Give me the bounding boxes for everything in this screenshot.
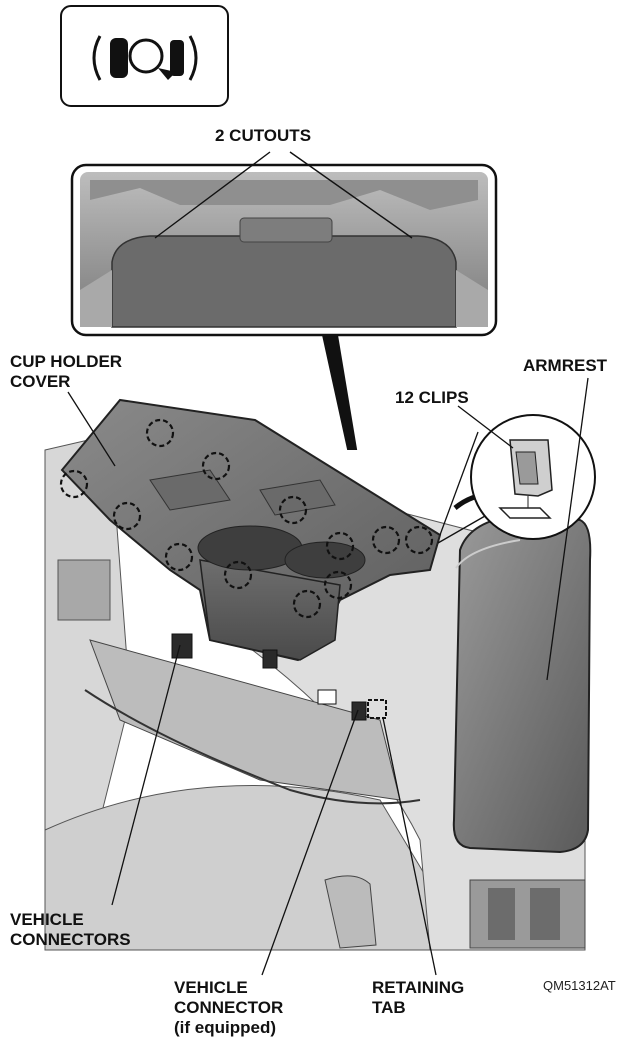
vehicle-connector-line-1: VEHICLE — [174, 978, 248, 997]
clips-label: 12 CLIPS — [395, 388, 469, 407]
clip-ring — [325, 531, 355, 561]
clip-ring — [59, 469, 89, 499]
cutouts-label: 2 CUTOUTS — [215, 126, 312, 145]
armrest-label: ARMREST — [523, 356, 608, 375]
vehicle-connectors-line-1: VEHICLE — [10, 910, 84, 929]
clip-ring — [223, 560, 253, 590]
vehicle-connector-line-2: CONNECTOR — [174, 998, 284, 1017]
vehicle-connectors-hardware — [171, 633, 387, 721]
clip-ring — [278, 495, 308, 525]
vehicle-connectors-line-2: CONNECTORS — [10, 930, 131, 949]
vehicle-connector-leader — [261, 709, 359, 976]
clip-detail-magnifier — [437, 414, 596, 544]
clips-leader — [457, 405, 514, 449]
clip-ring — [201, 451, 231, 481]
vehicle-connector-label: VEHICLE CONNECTOR (if equipped) — [174, 978, 283, 1038]
retaining-tab-label: RETAINING TAB — [372, 978, 464, 1018]
cup-holder-cover-line-1: CUP HOLDER — [10, 352, 123, 371]
cutouts-leader-left — [154, 151, 271, 239]
vehicle-connectors-label: VEHICLE CONNECTORS — [10, 910, 131, 950]
vehicle-connectors-leader — [111, 644, 181, 906]
clip-ring — [112, 501, 142, 531]
clip-ring — [292, 589, 322, 619]
cup-holder-cover-label: CUP HOLDER COVER — [10, 352, 122, 392]
clip-locations — [59, 418, 434, 619]
cutouts-leader-right — [289, 151, 413, 239]
cup-holder-cover-line-2: COVER — [10, 372, 71, 391]
clip-ring — [371, 525, 401, 555]
armrest — [452, 513, 592, 854]
cutouts-inset-detail — [70, 163, 498, 337]
vehicle-connector-line-3: (if equipped) — [174, 1018, 276, 1037]
retaining-tab-line-2: TAB — [372, 998, 406, 1017]
clip-ring — [145, 418, 175, 448]
clip-ring — [164, 542, 194, 572]
figure-id: QM51312AT — [543, 978, 616, 993]
cup-holder-cover-leader — [67, 391, 116, 467]
clip-ring — [404, 525, 434, 555]
clip-ring — [323, 570, 353, 600]
armrest-leader — [546, 377, 589, 681]
retaining-tab-leader — [382, 717, 437, 976]
console-top-view-magnifier-icon — [60, 5, 229, 107]
retaining-tab-line-1: RETAINING — [372, 978, 465, 997]
